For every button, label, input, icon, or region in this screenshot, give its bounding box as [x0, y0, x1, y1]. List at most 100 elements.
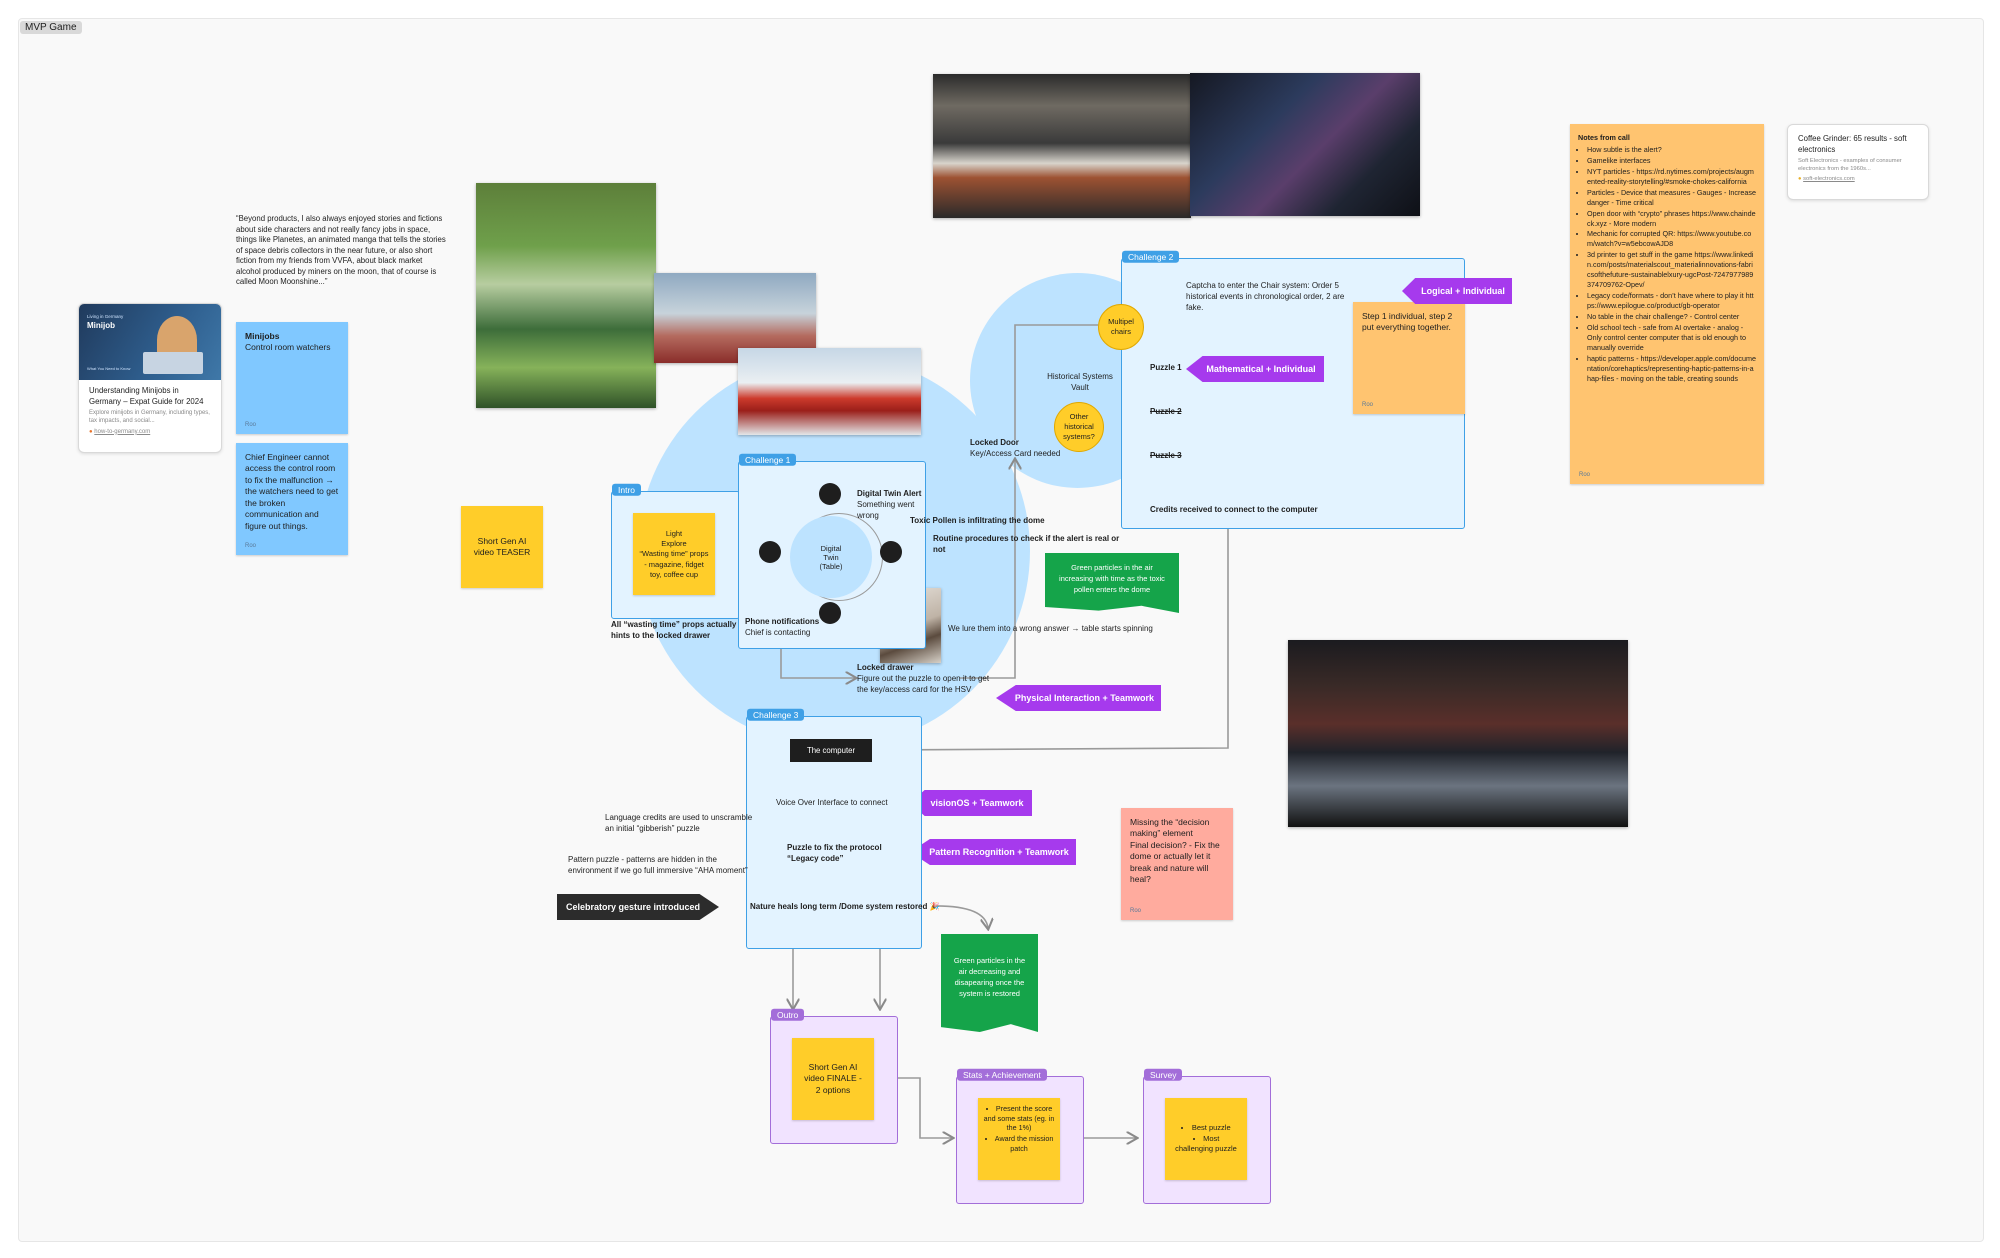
- puzzle-2[interactable]: Puzzle 2: [1150, 407, 1182, 416]
- phone-notifications[interactable]: Phone notifications Chief is contacting: [745, 617, 835, 639]
- sticky-minijobs-title: Minijobs: [245, 331, 280, 341]
- sticky-intro-props-body: Light Explore “Wasting time” props - mag…: [639, 529, 709, 579]
- arrow-drawer-to-door: [960, 460, 1015, 679]
- sticky-intro-props[interactable]: Light Explore “Wasting time” props - mag…: [633, 513, 715, 595]
- nature-heals-note[interactable]: Nature heals long term /Dome system rest…: [750, 902, 940, 911]
- sticky-chief-body: Chief Engineer cannot access the control…: [245, 452, 339, 531]
- section-outro-label: Outro: [771, 1008, 805, 1021]
- sticky-author: Roo: [1130, 907, 1142, 914]
- captcha-note[interactable]: Captcha to enter the Chair system: Order…: [1186, 281, 1345, 312]
- notes-title: Notes from call: [1578, 133, 1630, 142]
- section-survey-label: Survey: [1144, 1068, 1183, 1081]
- phone-subtitle: Chief is contacting: [745, 627, 811, 637]
- arrow-outro-stats: [896, 1077, 952, 1138]
- multipel-chairs-node[interactable]: Multipel chairs: [1098, 304, 1144, 350]
- tag-physical-interaction[interactable]: Physical Interaction + Teamwork: [996, 685, 1161, 711]
- other-historical-systems-node[interactable]: Other historical systems?: [1054, 402, 1104, 452]
- notes-item: NYT particles - https://rd.nytimes.com/p…: [1587, 167, 1756, 187]
- notes-item: Legacy code/formats - don’t have where t…: [1587, 291, 1756, 311]
- sticky-minijobs-body: Control room watchers: [245, 342, 331, 353]
- puzzle-3[interactable]: Puzzle 3: [1150, 451, 1182, 460]
- survey-item-2: Most challenging puzzle: [1174, 1134, 1238, 1154]
- coffee-card-title: Coffee Grinder: 65 results - soft electr…: [1798, 134, 1907, 154]
- coffee-grinder-link-card[interactable]: Coffee Grinder: 65 results - soft electr…: [1787, 124, 1929, 200]
- sticky-notes-from-call[interactable]: Notes from call How subtle is the alert?…: [1570, 124, 1764, 484]
- minijob-card-description: Explore minijobs in Germany, including t…: [89, 410, 210, 424]
- wasting-time-note[interactable]: All “wasting time” props actually hints …: [611, 620, 737, 640]
- stats-item-1: Present the score and some stats (eg. in…: [982, 1104, 1056, 1133]
- stats-item-2: Award the mission patch: [982, 1134, 1056, 1153]
- minijob-link-card[interactable]: Living in Germany Minijob What You Need …: [78, 303, 222, 453]
- tag-mathematical-individual[interactable]: Mathematical + Individual: [1186, 356, 1324, 382]
- sticky-author: Roo: [245, 421, 257, 428]
- multipel-chairs-label: Multipel chairs: [1108, 317, 1134, 336]
- protocol-puzzle-note[interactable]: Puzzle to fix the protocol “Legacy code”: [787, 843, 882, 863]
- player-seat-right: [880, 541, 902, 563]
- notes-item: Particles - Device that measures - Gauge…: [1587, 188, 1756, 208]
- notes-item: Mechanic for corrupted QR: https://www.y…: [1587, 229, 1756, 249]
- sticky-author: Roo: [1362, 401, 1374, 408]
- sticky-missing-decision[interactable]: Missing the “decision making” element Fi…: [1121, 808, 1233, 920]
- photo-green-lounge[interactable]: [476, 183, 656, 408]
- sticky-stats[interactable]: Present the score and some stats (eg. in…: [978, 1098, 1060, 1180]
- minijob-card-domain[interactable]: how-to-germany.com: [94, 428, 151, 435]
- tag-logical-individual[interactable]: Logical + Individual: [1402, 278, 1512, 304]
- sticky-minijobs[interactable]: Minijobs Control room watchers Roo: [236, 322, 348, 434]
- photo-bridge-console[interactable]: [1288, 640, 1628, 827]
- locked-drawer-body: Figure out the puzzle to open it to get …: [857, 673, 990, 694]
- favicon-icon: ●: [89, 428, 93, 435]
- minijob-banner-small: Living in Germany: [87, 314, 124, 319]
- minijob-banner-title: Minijob: [87, 321, 115, 330]
- tag-pattern-recognition[interactable]: Pattern Recognition + Teamwork: [910, 839, 1076, 865]
- board-title[interactable]: MVP Game: [20, 21, 82, 34]
- alert-title: Digital Twin Alert: [857, 489, 922, 498]
- puzzle-1[interactable]: Puzzle 1: [1150, 363, 1182, 372]
- tag-visionos-teamwork[interactable]: visionOS + Teamwork: [910, 790, 1032, 816]
- arrow-nature-green: [931, 905, 988, 928]
- voice-over-note[interactable]: Voice Over Interface to connect: [776, 798, 888, 807]
- player-seat-bottom: [819, 602, 841, 624]
- arrow-door-to-chairs: [1014, 324, 1098, 440]
- language-credits-note[interactable]: Language credits are used to unscramble …: [605, 813, 753, 833]
- sticky-teaser-body: Short Gen AI video TEASER: [473, 535, 531, 557]
- minijob-card-title: Understanding Minijobs in Germany – Expa…: [89, 386, 204, 406]
- sticky-missing-body: Missing the “decision making” element Fi…: [1130, 817, 1220, 885]
- sticky-chief-engineer[interactable]: Chief Engineer cannot access the control…: [236, 443, 348, 555]
- survey-item-1: Best puzzle: [1174, 1123, 1238, 1133]
- locked-drawer-title: Locked drawer: [857, 663, 914, 672]
- locked-door-note[interactable]: Locked Door Key/Access Card needed: [970, 438, 1070, 460]
- photo-chair-room[interactable]: [933, 74, 1191, 218]
- digital-twin-alert[interactable]: Digital Twin Alert Something went wrong: [857, 489, 937, 521]
- green-note-increase[interactable]: Green particles in the air increasing wi…: [1045, 553, 1179, 613]
- digital-twin-table[interactable]: Digital Twin (Table): [790, 516, 872, 598]
- locked-door-sub: Key/Access Card needed: [970, 448, 1061, 458]
- sticky-finale-body: Short Gen AI video FINALE - 2 options: [804, 1061, 862, 1095]
- tag-celebratory-gesture[interactable]: Celebratory gesture introduced: [557, 894, 719, 920]
- sticky-step[interactable]: Step 1 individual, step 2 put everything…: [1353, 302, 1465, 414]
- sticky-teaser[interactable]: Short Gen AI video TEASER: [461, 506, 543, 588]
- toxic-pollen-note[interactable]: Toxic Pollen is infiltrating the dome: [910, 516, 1045, 525]
- quote-text[interactable]: “Beyond products, I also always enjoyed …: [236, 214, 446, 287]
- locked-drawer-note[interactable]: Locked drawer Figure out the puzzle to o…: [857, 663, 997, 695]
- notes-item: haptic patterns - https://developer.appl…: [1587, 354, 1756, 384]
- lure-note[interactable]: We lure them into a wrong answer → table…: [948, 624, 1153, 633]
- minijob-card-image: Living in Germany Minijob What You Need …: [79, 304, 221, 380]
- green-note-decrease[interactable]: Green particles in the air decreasing an…: [941, 934, 1038, 1032]
- sticky-survey[interactable]: Best puzzle Most challenging puzzle: [1165, 1098, 1247, 1180]
- notes-list: How subtle is the alert? Gamelike interf…: [1578, 145, 1756, 384]
- section-outro[interactable]: Outro: [770, 1008, 898, 1144]
- sticky-finale[interactable]: Short Gen AI video FINALE - 2 options: [792, 1038, 874, 1120]
- sticky-author: Roo: [1579, 471, 1591, 478]
- notes-item: 3d printer to get stuff in the game http…: [1587, 250, 1756, 290]
- sticky-author: Roo: [245, 542, 257, 549]
- credits-note[interactable]: Credits received to connect to the compu…: [1150, 505, 1318, 514]
- phone-title: Phone notifications: [745, 617, 820, 626]
- the-computer-node[interactable]: The computer: [790, 739, 872, 762]
- routine-procedures-note[interactable]: Routine procedures to check if the alert…: [933, 534, 1120, 554]
- historical-vault-label[interactable]: Historical Systems Vault: [1047, 372, 1113, 392]
- sticky-step-body: Step 1 individual, step 2 put everything…: [1362, 311, 1453, 333]
- pattern-puzzle-note[interactable]: Pattern puzzle - patterns are hidden in …: [568, 855, 748, 875]
- coffee-card-domain[interactable]: soft-electronics.com: [1803, 176, 1855, 183]
- photo-neon-control-room[interactable]: [1190, 73, 1420, 216]
- photo-red-model-room[interactable]: [738, 348, 921, 435]
